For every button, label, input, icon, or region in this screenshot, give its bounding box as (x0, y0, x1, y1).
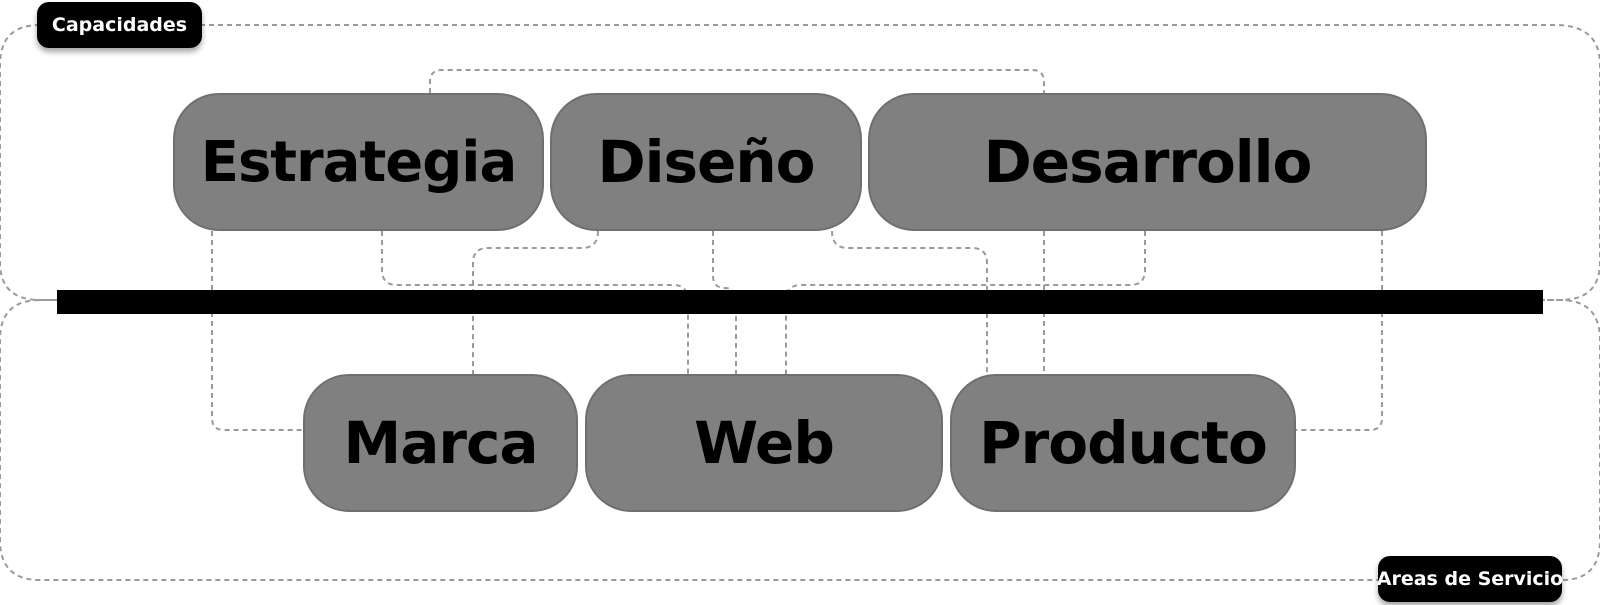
connector-diseno-producto (831, 230, 988, 374)
areas-de-servicio-tag: Areas de Servicio (1377, 556, 1563, 602)
connector-diseno-marca (472, 230, 599, 374)
connector-diseno-web (712, 231, 737, 374)
connector-estrategia-marca (211, 231, 303, 431)
capability-node-diseno: Diseño (550, 93, 862, 231)
divider-bar (57, 290, 1543, 314)
capacidades-region-border (0, 24, 1600, 301)
areas-servicio-region-border (0, 299, 1600, 581)
connector-desarrollo-producto-side (1296, 231, 1383, 431)
service-area-node-producto: Producto (950, 374, 1296, 512)
connector-estrategia-desarrollo (429, 69, 1045, 93)
connector-estrategia-web (381, 231, 689, 374)
capability-node-desarrollo: Desarrollo (868, 93, 1427, 231)
service-area-node-marca: Marca (303, 374, 578, 512)
service-area-node-web: Web (585, 374, 943, 512)
capacidades-tag: Capacidades (37, 2, 202, 48)
connector-desarrollo-web (785, 231, 1146, 374)
capability-node-estrategia: Estrategia (173, 93, 544, 231)
